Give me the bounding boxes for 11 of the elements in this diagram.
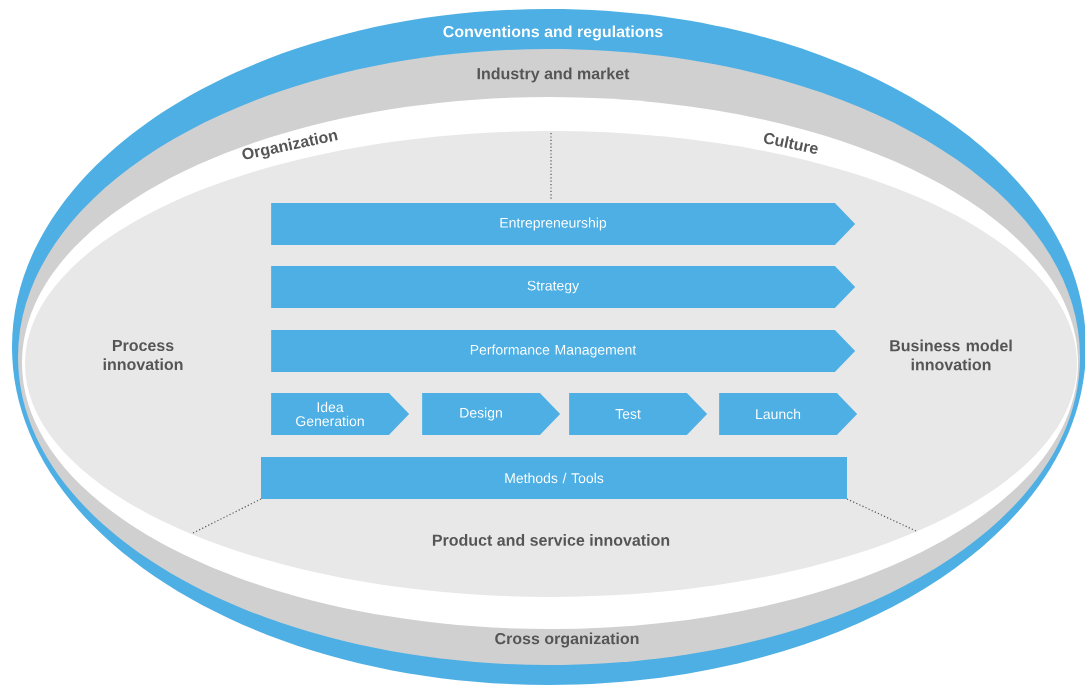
band-label: Industry and market (477, 67, 630, 83)
band-label: Conventions and regulations (443, 25, 663, 41)
band-label: Product and service innovation (432, 534, 670, 546)
arrow-band: Methods / Tools (261, 457, 847, 499)
arrow-band: Entrepreneurship (271, 203, 856, 245)
band-label: Process innovation (103, 339, 183, 371)
band-label: Cross organization (495, 632, 639, 648)
arrow-band: Strategy (271, 266, 856, 308)
arrow-band: Performance Management (271, 330, 856, 372)
band-label: Culture (764, 132, 818, 154)
band-label: Business model innovation (890, 339, 1012, 371)
